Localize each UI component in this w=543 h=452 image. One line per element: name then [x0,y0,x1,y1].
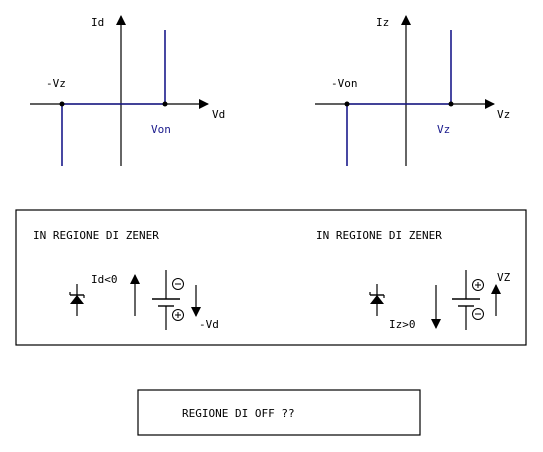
right-vz-point [448,101,454,107]
right-zener-heading: IN REGIONE DI ZENER [316,229,442,242]
left-zener-heading: IN REGIONE DI ZENER [33,229,159,242]
left-y-axis-label: Id [91,16,104,29]
right-battery-symbol-icon [452,270,484,330]
right-neg-von-point [344,101,350,107]
right-y-axis-label: Iz [376,16,389,29]
off-region-box [137,389,421,436]
left-iv-graph: Id Vd -Vz Von [30,15,225,166]
right-vz-label: Vz [437,123,450,136]
left-battery-symbol-icon [152,270,184,330]
right-voltage-label: VZ [497,271,511,284]
right-neg-von-label: -Von [331,77,358,90]
off-region-label: REGIONE DI OFF ?? [182,407,295,420]
zener-region-box [15,209,527,346]
right-diode-symbol-icon [369,284,385,316]
left-diode-symbol-icon [69,284,85,316]
left-voltage-label: -Vd [199,318,219,331]
left-x-axis-label: Vd [212,108,225,121]
right-iv-graph: Iz Vz -Von Vz [315,15,510,166]
left-neg-vz-label: -Vz [46,77,66,90]
left-current-label: Id<0 [91,273,118,286]
left-von-point [162,101,168,107]
right-current-label: Iz>0 [389,318,416,331]
right-iv-curve [346,30,452,166]
right-x-axis-label: Vz [497,108,510,121]
left-neg-vz-point [59,101,65,107]
left-von-label: Von [151,123,171,136]
left-iv-curve [61,30,166,166]
